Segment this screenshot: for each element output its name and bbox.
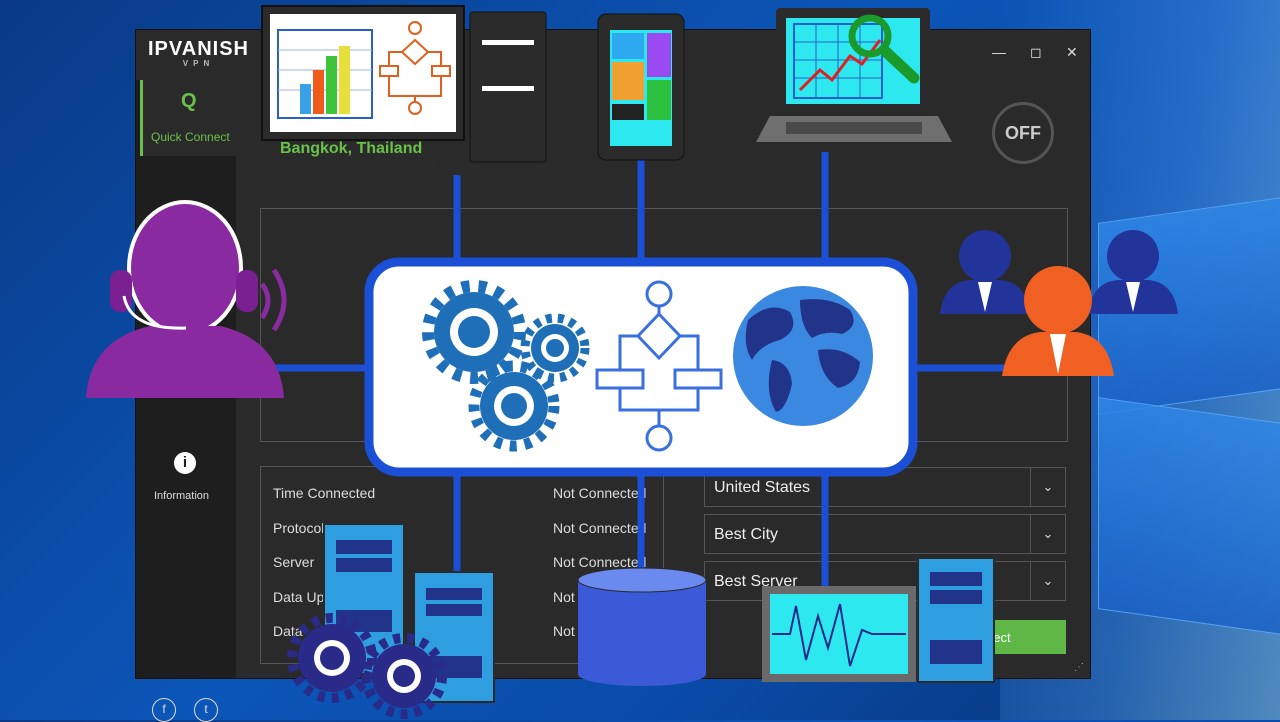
users-group-icon [940,230,1178,376]
quick-connect-icon: Q [181,90,197,112]
chevron-down-icon: ⌄ [1030,468,1065,506]
current-location: Bangkok, Thailand [280,140,423,157]
tablet-icon [597,13,685,161]
city-select[interactable]: Best City⌄ [704,514,1066,554]
gears-icon [287,613,447,719]
database-icon [577,567,707,686]
sidebar-item-label: Quick Connect [151,130,230,144]
info-icon[interactable]: i [174,452,196,474]
gears-icon [422,280,590,452]
sidebar-item-information[interactable]: Information [154,490,210,502]
waveform-monitor-icon [762,586,916,682]
server-tower-icon [469,11,547,163]
flowchart-icon [595,280,723,452]
server-rack-icon [917,557,995,683]
bar-chart-monitor-icon [261,5,465,170]
headset-agent-icon [86,200,287,398]
resize-grip-icon[interactable]: ⋰ [1074,662,1084,673]
minimize-button[interactable]: — [992,44,1006,60]
laptop-search-icon [756,8,952,142]
maximize-button[interactable]: ◻ [1030,44,1042,60]
sidebar-item-quick-connect[interactable]: Q Quick Connect [140,80,237,156]
chevron-down-icon: ⌄ [1030,562,1065,600]
close-button[interactable]: ✕ [1066,44,1078,60]
globe-icon [733,286,873,426]
power-toggle-button[interactable]: OFF [992,102,1054,164]
chevron-down-icon: ⌄ [1030,515,1065,553]
